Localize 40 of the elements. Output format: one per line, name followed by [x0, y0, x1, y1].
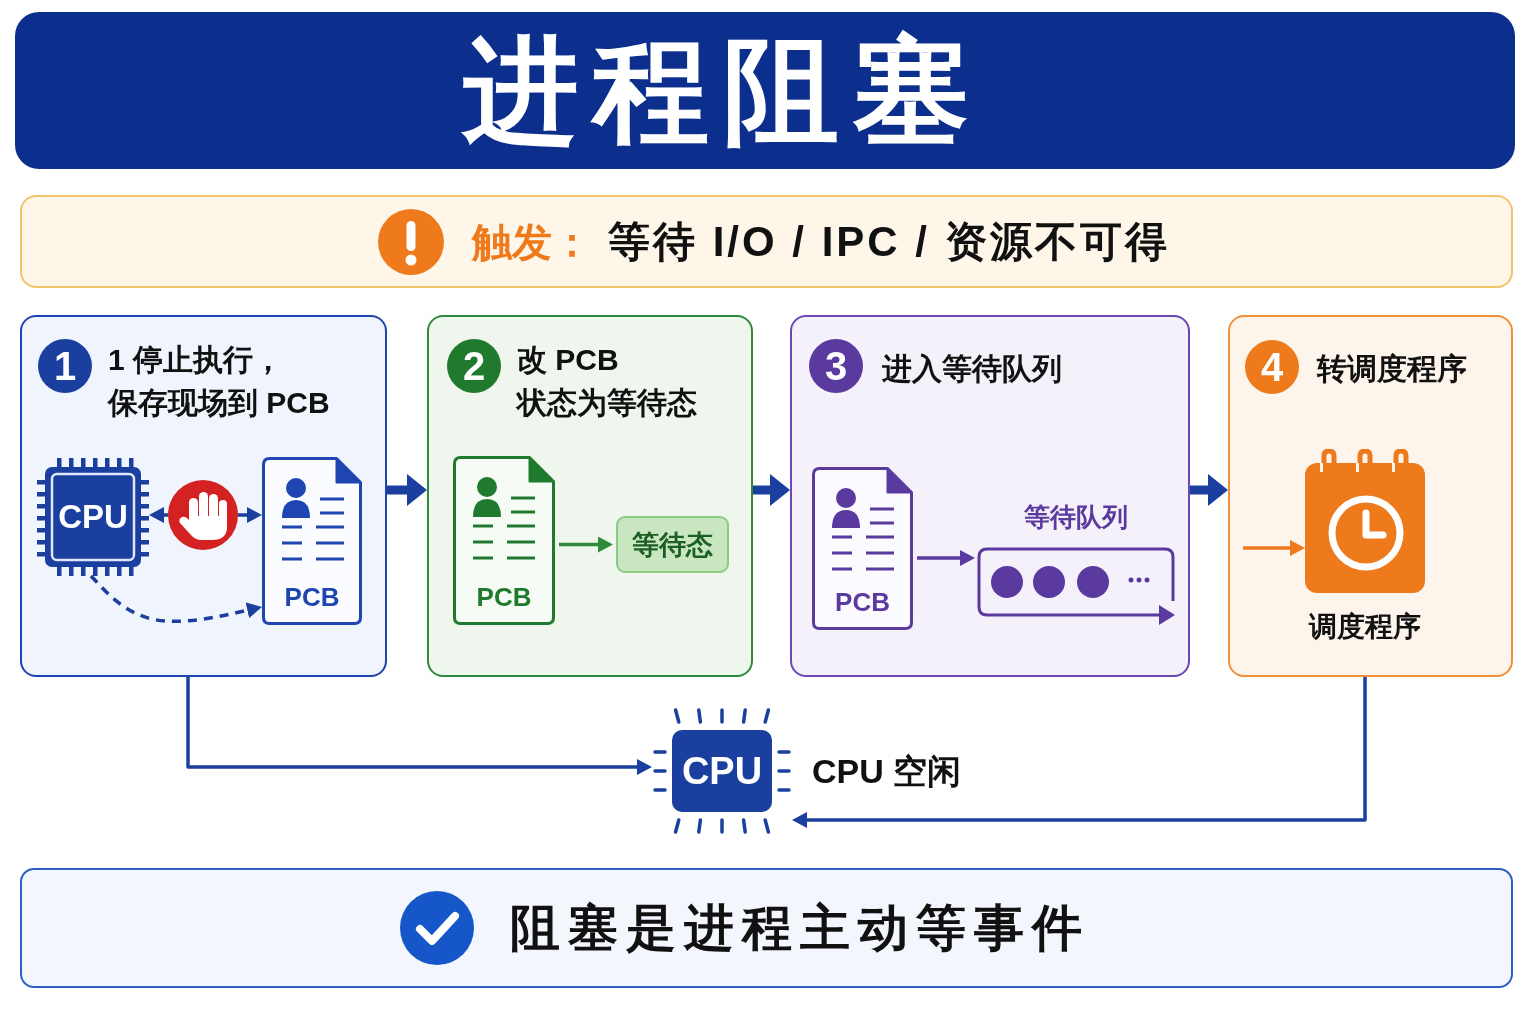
pcb-label: PCB: [475, 581, 533, 613]
summary-bar: [20, 868, 1513, 988]
step-title: 进入等待队列: [882, 351, 1062, 387]
pcb-label: PCB: [283, 581, 341, 613]
summary-text: 阻塞是进程主动等事件: [510, 899, 1090, 958]
cpu-status-text: CPU 空闲: [812, 751, 962, 792]
chip-label: CPU: [681, 750, 763, 792]
step-title: 1 停止执行，保存现场到 PCB: [108, 342, 330, 421]
arrow: [917, 550, 975, 566]
step-panel: [790, 315, 1190, 677]
pcb-label: PCB: [834, 586, 891, 618]
step-panel: [427, 315, 753, 677]
arrow: [238, 507, 262, 523]
block-arrow: [1190, 474, 1228, 506]
trigger-label: 触发：: [472, 218, 592, 266]
state-label: 等待态: [632, 528, 713, 562]
step-title: 转调度程序: [1317, 351, 1467, 387]
elbow-arrow: [186, 677, 652, 775]
arrow: [559, 536, 613, 553]
state-box: [616, 516, 729, 573]
arrow: [1243, 540, 1305, 556]
step-number-badge: 2: [447, 339, 501, 393]
trigger-bar: [20, 195, 1513, 288]
chip-label: CPU: [58, 499, 128, 535]
scheduler-label: 调度程序: [1307, 610, 1422, 644]
step-panel: [1228, 315, 1513, 677]
block-arrow: [387, 474, 427, 506]
arrow: [149, 507, 168, 523]
queue-heading: 等待队列: [1023, 501, 1129, 534]
step-number-badge: 1: [38, 339, 92, 393]
step-number-badge: 4: [1245, 340, 1299, 394]
step-panel: [20, 315, 387, 677]
dashed-arrow: [89, 574, 262, 624]
step-title: 改 PCB状态为等待态: [517, 342, 697, 421]
elbow-arrow: [792, 677, 1367, 828]
block-arrow: [753, 474, 790, 506]
stop-hand-icon: [168, 480, 238, 550]
step-number-badge: 3: [809, 339, 863, 393]
title-text: 进程阻塞: [463, 25, 983, 156]
trigger-text: 等待 I/O / IPC / 资源不可得: [608, 216, 1170, 267]
